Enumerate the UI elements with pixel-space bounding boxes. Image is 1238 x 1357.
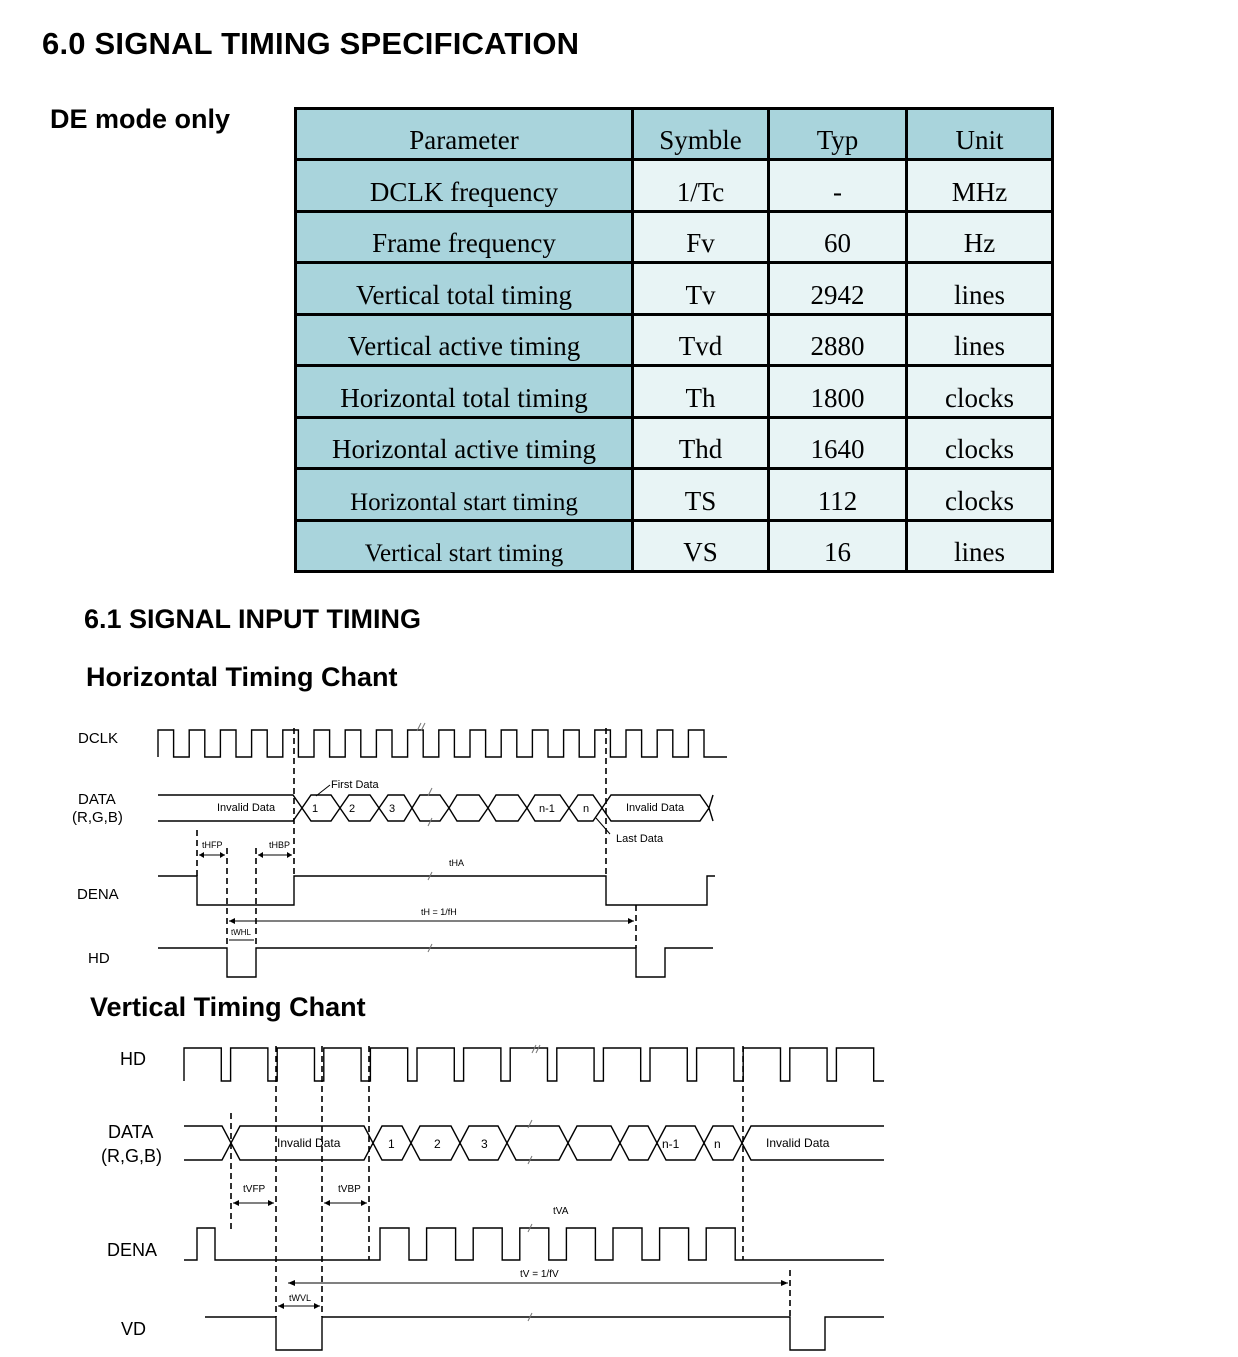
hd-waveform (158, 947, 713, 978)
table-cell: clocks (905, 415, 1054, 471)
table-cell: TS (631, 467, 770, 522)
table-cell: 2942 (767, 261, 908, 316)
dena-waveform (184, 1227, 884, 1261)
table-row: Vertical active timing Tvd 2880 lines (294, 312, 1054, 368)
table-cell: 60 (767, 209, 908, 265)
table-row: Frame frequency Fv 60 Hz (294, 209, 1054, 265)
horizontal-timing-diagram: DCLK DATA (R,G,B) DENA HD Invalid Data (72, 722, 727, 978)
table-cell: 1/Tc (631, 158, 770, 213)
table-cell: Vertical start timing (294, 518, 634, 573)
vd-waveform (205, 1316, 884, 1351)
th-label: tH = 1/fH (421, 907, 457, 917)
data-bus-waveform (158, 794, 714, 822)
table-cell: Horizontal start timing (294, 467, 634, 522)
table-cell: clocks (905, 364, 1054, 419)
table-row: Horizontal total timing Th 1800 clocks (294, 364, 1054, 419)
hd-waveform (183, 1047, 884, 1082)
table-cell: Thd (631, 415, 770, 471)
table-cell: MHz (905, 158, 1054, 213)
thfp-label: tHFP (202, 840, 223, 850)
data-n: n (714, 1137, 721, 1151)
table-cell: Tv (631, 261, 770, 316)
rgb-label: (R,G,B) (101, 1146, 162, 1166)
data-label: DATA (78, 791, 116, 808)
tva-label: tVA (553, 1206, 569, 1217)
data-label: DATA (108, 1122, 153, 1142)
table-cell: Hz (905, 209, 1054, 265)
last-data-pointer (595, 817, 611, 835)
table-cell: 2880 (767, 312, 908, 368)
vertical-chart-title: Vertical Timing Chant (90, 992, 366, 1022)
tvbp-label: tVBP (338, 1184, 361, 1195)
data-3: 3 (389, 803, 395, 815)
table-cell: lines (905, 312, 1054, 368)
data-n: n (583, 803, 589, 815)
dclk-waveform (157, 729, 727, 758)
first-data-label: First Data (331, 779, 380, 791)
tha-label: tHA (449, 858, 464, 868)
table-row: DCLK frequency 1/Tc - MHz (294, 158, 1054, 213)
dclk-label: DCLK (78, 730, 118, 747)
table-row: Horizontal start timing TS 112 clocks (294, 467, 1054, 522)
data-3: 3 (481, 1137, 488, 1151)
vd-label: VD (121, 1319, 146, 1339)
table-cell: Tvd (631, 312, 770, 368)
table-cell: Frame frequency (294, 209, 634, 265)
data-1: 1 (388, 1137, 395, 1151)
table-cell: DCLK frequency (294, 158, 634, 213)
table-cell: 1800 (767, 364, 908, 419)
horizontal-chart-title: Horizontal Timing Chant (86, 662, 398, 692)
table-cell: VS (631, 518, 770, 573)
table-cell: 16 (767, 518, 908, 573)
invalid-data-right: Invalid Data (626, 802, 685, 814)
table-cell: Vertical active timing (294, 312, 634, 368)
table-cell: lines (905, 261, 1054, 316)
twvl-label: tWVL (289, 1293, 311, 1303)
data-2: 2 (434, 1137, 441, 1151)
table-row: Vertical start timing VS 16 lines (294, 518, 1054, 573)
table-cell: 1640 (767, 415, 908, 471)
vertical-timing-diagram: HD DATA (R,G,B) DENA VD Invalid Data 1 2… (101, 1044, 884, 1351)
table-row: Vertical total timing Tv 2942 lines (294, 261, 1054, 316)
section-title: 6.1 SIGNAL INPUT TIMING (84, 604, 422, 634)
timing-spec-table: Parameter Symble Typ Unit DCLK frequency… (294, 106, 1054, 573)
page-title: 6.0 SIGNAL TIMING SPECIFICATION (42, 26, 580, 61)
table-cell: Horizontal active timing (294, 415, 634, 471)
table-header: Parameter (294, 106, 634, 162)
table-cell: Vertical total timing (294, 261, 634, 316)
table-cell: clocks (905, 467, 1054, 522)
table-cell: Horizontal total timing (294, 364, 634, 419)
table-header: Unit (905, 106, 1054, 162)
dena-label: DENA (77, 886, 119, 903)
table-cell: Fv (631, 209, 770, 265)
hd-label: HD (88, 950, 110, 967)
table-row: Horizontal active timing Thd 1640 clocks (294, 415, 1054, 471)
hd-label: HD (120, 1049, 146, 1069)
data-n-1: n-1 (539, 803, 555, 815)
data-1: 1 (312, 803, 318, 815)
invalid-data-left: Invalid Data (217, 802, 276, 814)
data-n-1: n-1 (662, 1137, 680, 1151)
table-header: Symble (631, 106, 770, 162)
data-2: 2 (349, 803, 355, 815)
tvfp-label: tVFP (243, 1184, 266, 1195)
mode-label: DE mode only (50, 104, 231, 134)
table-cell: Th (631, 364, 770, 419)
twhl-label: tWHL (231, 928, 252, 937)
first-data-pointer (315, 784, 331, 797)
invalid-data-left: Invalid Data (277, 1136, 341, 1150)
dena-waveform (158, 875, 715, 906)
tv-label: tV = 1/fV (520, 1269, 559, 1280)
table-cell: lines (905, 518, 1054, 573)
table-header: Typ (767, 106, 908, 162)
table-cell: - (767, 158, 908, 213)
table-header-row: Parameter Symble Typ Unit (294, 106, 1054, 162)
thbp-label: tHBP (269, 840, 290, 850)
invalid-data-right: Invalid Data (766, 1136, 830, 1150)
dena-label: DENA (107, 1240, 157, 1260)
rgb-label: (R,G,B) (72, 809, 123, 826)
last-data-label: Last Data (616, 833, 664, 845)
table-cell: 112 (767, 467, 908, 522)
